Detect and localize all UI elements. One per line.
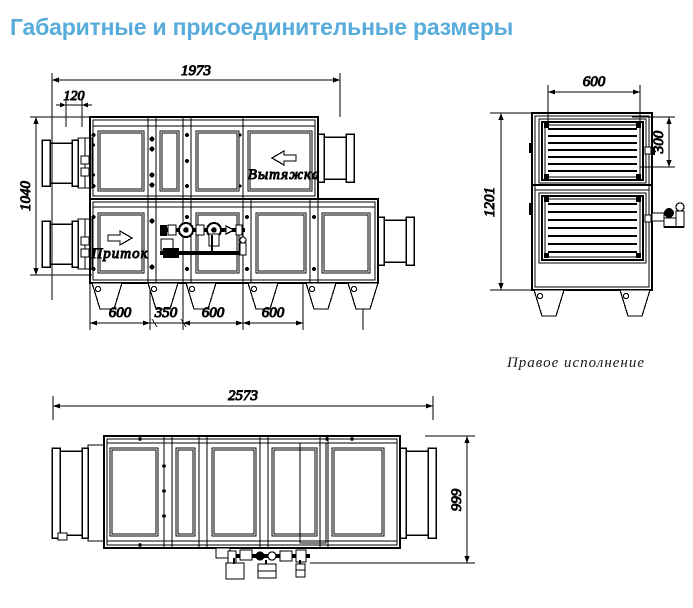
dim-front-section-1: 600 bbox=[109, 305, 132, 321]
dim-front-length: 1973 bbox=[181, 63, 211, 79]
dim-front-inlet-offset: 120 bbox=[64, 89, 85, 104]
front-elevation-view: 1973 120 1040 bbox=[18, 63, 415, 330]
side-elevation-view: 600 1201 300 bbox=[482, 74, 685, 317]
exhaust-flow-arrow bbox=[270, 149, 297, 167]
dim-side-height: 1201 bbox=[482, 187, 498, 217]
valve-assembly bbox=[160, 222, 247, 258]
supply-flow-arrow bbox=[107, 229, 134, 247]
side-pipework bbox=[651, 202, 685, 229]
exhaust-label: Вытяжка bbox=[248, 167, 320, 183]
dim-front-section-3: 600 bbox=[202, 305, 225, 321]
dim-side-width: 600 bbox=[583, 74, 606, 90]
dim-front-height: 1040 bbox=[18, 181, 34, 212]
dim-plan-length: 2573 bbox=[228, 388, 258, 404]
page-title: Габаритные и присоединительные размеры bbox=[10, 14, 514, 40]
plan-valve-assembly bbox=[215, 547, 310, 580]
supply-label: Приток bbox=[90, 246, 148, 262]
side-view-caption-wrap: Правое исполнение bbox=[506, 355, 645, 371]
dim-front-section-4: 600 bbox=[262, 305, 285, 321]
dim-plan-depth: 999 bbox=[449, 488, 465, 511]
plan-view: 2573 999 bbox=[51, 388, 475, 580]
dim-front-section-2: 350 bbox=[154, 305, 178, 321]
side-view-caption: Правое исполнение bbox=[506, 355, 645, 371]
